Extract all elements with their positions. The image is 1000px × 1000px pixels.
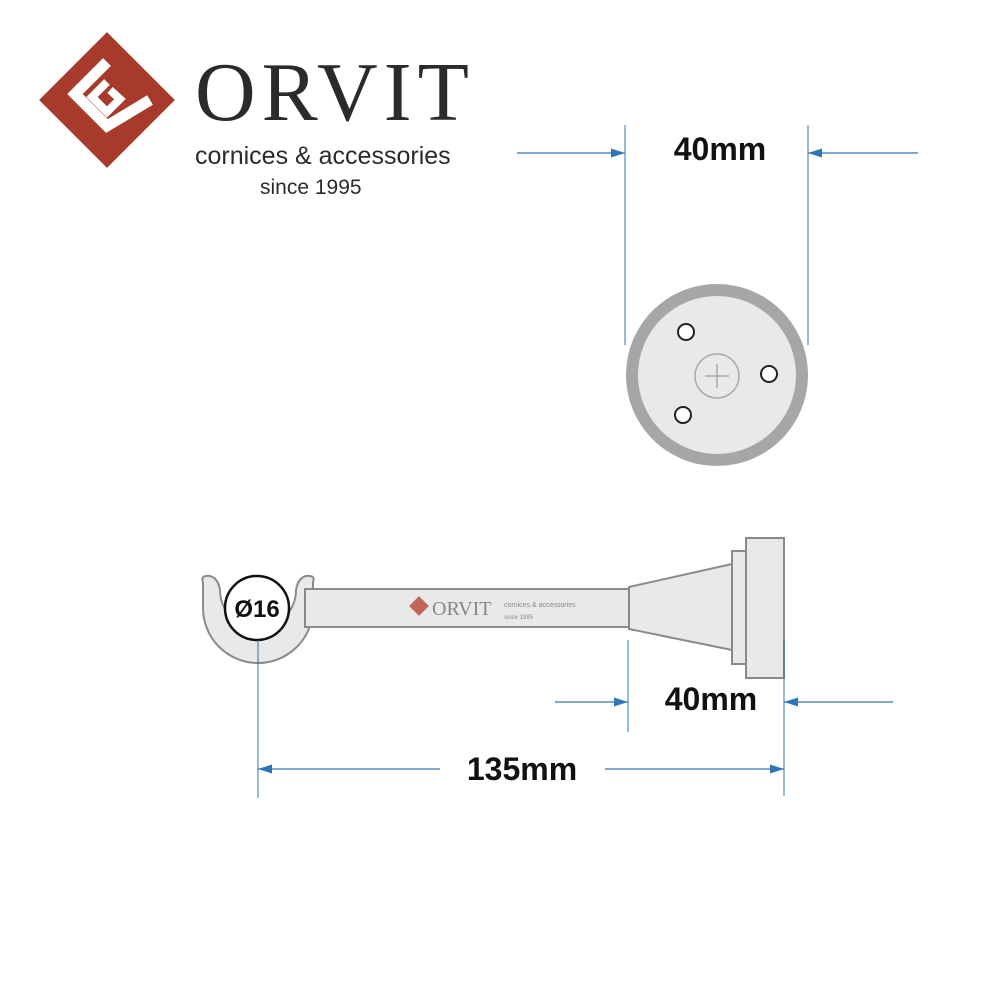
center-screw-icon — [694, 353, 740, 399]
rod-holder-ring — [201, 574, 315, 664]
dim-total-length: 135mm — [467, 751, 577, 787]
watermark-brand: ORVIT — [432, 598, 492, 620]
side-view: Ø16 ORVIT cornices & accessories since 1… — [201, 537, 893, 798]
top-view: 40mm — [517, 125, 918, 466]
screw-hole — [760, 365, 778, 383]
logo-since: since 1995 — [260, 176, 362, 199]
arm-watermark: ORVIT cornices & accessories since 1995 — [409, 596, 576, 621]
logo-mark-icon — [39, 32, 175, 168]
logo: ORVIT cornices & accessories since 1995 — [39, 32, 475, 199]
logo-tagline: cornices & accessories — [195, 142, 451, 170]
bracket-flange — [731, 550, 747, 665]
screw-hole — [677, 323, 695, 341]
dim-base-length: 40mm — [665, 681, 758, 717]
rod-diameter-label: Ø16 — [234, 596, 279, 623]
dim-top-width: 40mm — [674, 131, 767, 167]
watermark-since: since 1995 — [504, 615, 534, 621]
bracket-base-plate — [745, 537, 785, 679]
bracket-cone — [628, 562, 733, 652]
rod-section — [223, 574, 291, 642]
watermark-tagline: cornices & accessories — [504, 602, 576, 609]
logo-brand: ORVIT — [195, 46, 475, 139]
screw-hole — [674, 406, 692, 424]
